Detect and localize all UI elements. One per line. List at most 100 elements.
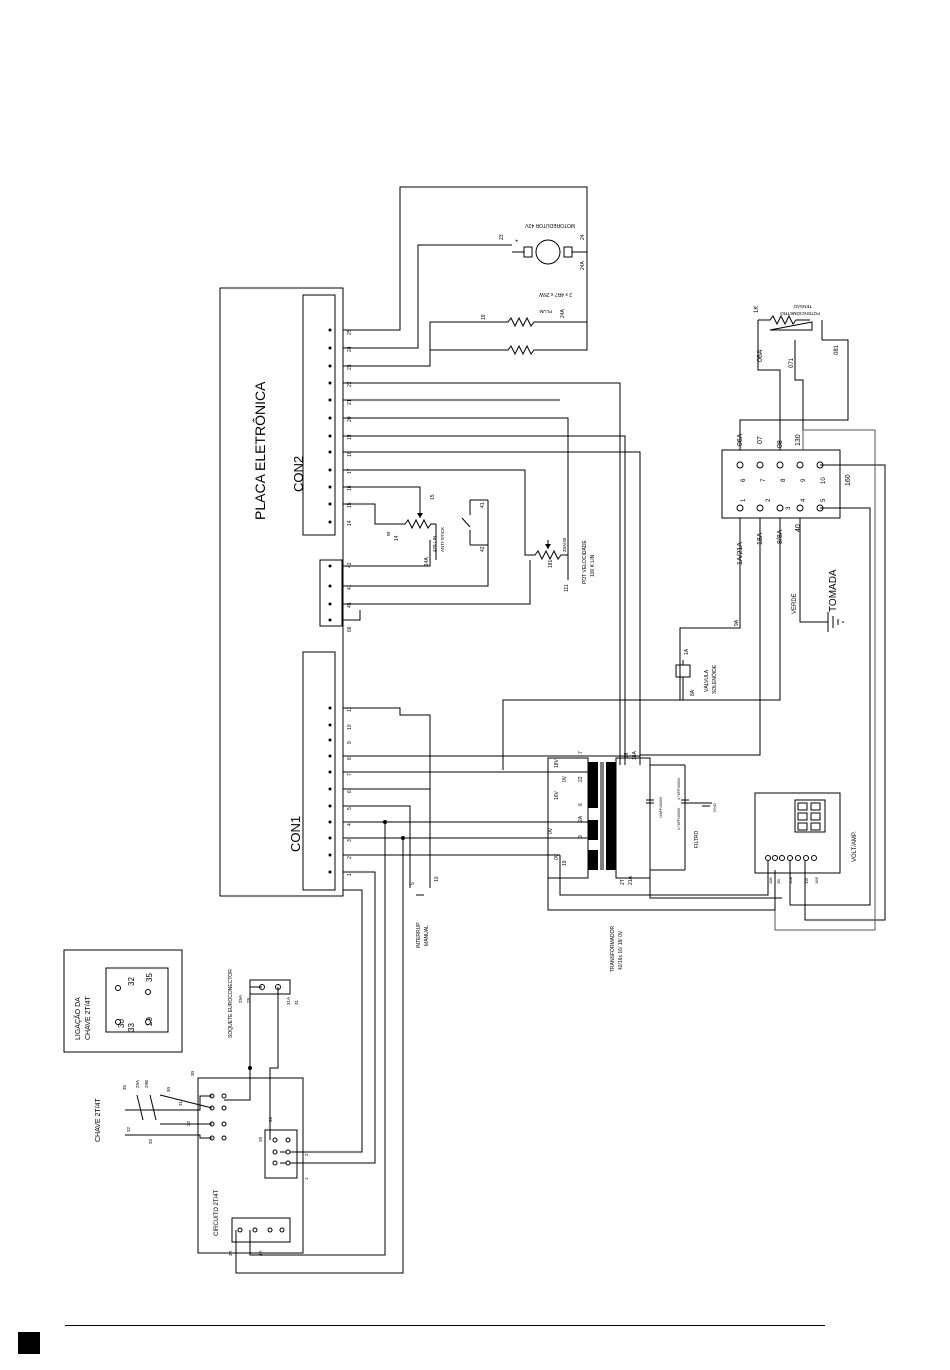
pin-42: 42 [347,562,353,568]
motor-pin-23: 23 [499,234,505,240]
circuit-2t4t: CIRCUITO 2T/4T 30 29 26 2 1 3A 4A [190,1068,309,1256]
tomada-earth: TOMADA VERDE [792,518,844,632]
filter-c2: 4,7kPF/4000V [677,777,681,800]
speed-pot-pin-20a: 20A/30 [562,537,567,552]
board-pin-dots [328,328,332,874]
switch-2t4t: CHAVE 2T/4T 35 29A 29B 30 32 33 31 32 [95,1080,227,1144]
soquete-pin-29a: 29A [238,995,243,1003]
pin-24: 24 [347,346,353,352]
terminal-numbers: 6 7 8 9 10 1 2 3 4 5 [741,477,827,510]
chave-pin-30: 30 [166,1086,171,1092]
motor-pin-24a: 24A [580,260,586,270]
interrup-label: INTERRUP. [416,922,422,948]
pin-18: 18 [347,451,353,457]
potentiometer-value: 1K [754,306,760,313]
resistor-pin-19: 19 [481,314,487,320]
circuito-pin-1: 1 [304,1177,309,1180]
speed-pot-sub: 100 K LIN [590,554,596,577]
pin-45: 45 [347,602,353,608]
terminal-wires [502,429,886,931]
terminal-label-130: 130 [795,434,802,446]
pin-1: 1 [347,873,353,876]
chave-label: CHAVE 2T/4T [95,1097,102,1142]
tpin-6: 6 [578,803,584,806]
board-title: PLACA ELETRÔNICA [252,381,268,520]
terminal-top-labels: 06A 07 08 130 06A [737,349,802,448]
chave-pin-32b: 32 [186,1120,191,1126]
pot47-pin-14: 14 [394,535,400,541]
pin-16: 16 [347,485,353,491]
chave-pin-31: 31 [178,1100,183,1106]
voltamp-pin-2b: 2B [776,879,781,884]
tap-0v-b: 0V [548,827,554,834]
valve-label: VÁLVULA [703,669,710,692]
con1-wires [235,707,782,1274]
chave-pin-33: 33 [148,1138,153,1144]
pin-6: 6 [347,790,353,793]
resistors-sub: PLUM [539,309,552,314]
terminal-num-5: 5 [821,498,827,502]
con1-connector [302,651,336,891]
tpin-16a: 16A [632,750,638,760]
pin-2: 2 [347,856,353,859]
electronic-board-outline [219,287,344,897]
terminal-label-06a: 06A [737,433,744,446]
filter-c3: 4,7kPF/4000V [677,807,681,830]
tomada-label: TOMADA [828,569,839,612]
voltamp-pin-11b: 11B [768,877,773,884]
terminal-block [721,449,841,519]
soquete-pin-29: 29 [246,997,251,1003]
motor-pin-24: 24 [580,234,586,240]
terminal-num-7: 7 [761,478,767,482]
switch-41-42: 41 42 [461,499,488,552]
voltamp-label: VOLT/AMP. [852,831,858,862]
switch-pin-42: 42 [480,546,486,552]
chave-pin-29a: 29A [135,1080,140,1088]
valve-pin-8a: 8A [690,689,696,696]
tap-16v: 16V [554,790,560,800]
transformer-sub: 42/16x 16/ 18/ 0V [618,930,624,970]
circuito-pin-4a: 4A [258,1250,263,1256]
interrup-pin-10: 10 [434,876,440,882]
pin-41: 41 [347,584,353,590]
pot47-pin-15: 15 [430,494,436,500]
pin-14: 14 [347,520,353,526]
terminal-num-6: 6 [741,478,747,482]
soquete-pin-31a: 31A [286,997,291,1005]
pin-66: 66 [347,626,353,632]
resistor-pin-24a: 24A [560,308,566,318]
pot47-sub: ANTI-STICK [440,527,445,552]
pin-17: 17 [347,468,353,474]
switch-pin-41: 41 [480,502,486,508]
soquete-pin-31: 31 [294,999,299,1005]
verde-label: VERDE [792,593,798,614]
con1-label: CON1 [288,816,303,852]
speed-pot-pin-181: 181 [548,559,554,568]
transformer: TRANSFORMADOR 42/16x 16/ 18/ 0V 18V 0V 1… [547,750,651,972]
con2-label: CON2 [291,456,306,492]
interrup-sub: MANUAL [424,925,430,946]
potentiometer-pin-081: 081 [834,344,840,355]
terminal-label-08: 08 [777,440,784,448]
motor-gearbox: MOTOREDUTOR 42V 23 24 24A + [499,222,587,270]
power-resistors: 2 x 4R7 x 25W PLUM 19 24A [430,248,588,356]
ligacao-title: LIGAÇÃO DA [73,997,82,1040]
volt-amp-meter: VOLT/AMP. 11B 2B 10B 1W 16E [754,792,858,884]
tpin-21a: 21A [628,875,634,885]
terminal-label-40: 40 [795,524,802,532]
pot47-pin-14a: 14A [424,556,430,566]
motor-plus: + [515,239,519,245]
page-marker [18,1332,40,1354]
circuito-pin-29: 29 [258,1136,263,1142]
terminal-num-10: 10 [821,477,827,484]
terminal-label-06a-top: 06A [757,349,764,362]
pin-10: 10 [347,724,353,730]
terminal-num-4: 4 [801,498,807,502]
tpin-19: 19 [562,860,568,866]
tpin-16: 16 [624,752,630,758]
chave-pin-35: 35 [122,1084,127,1090]
voltamp-pin-1w: 1W [804,878,809,884]
terminal-label-07: 07 [757,436,764,444]
pin-15: 15 [347,502,353,508]
